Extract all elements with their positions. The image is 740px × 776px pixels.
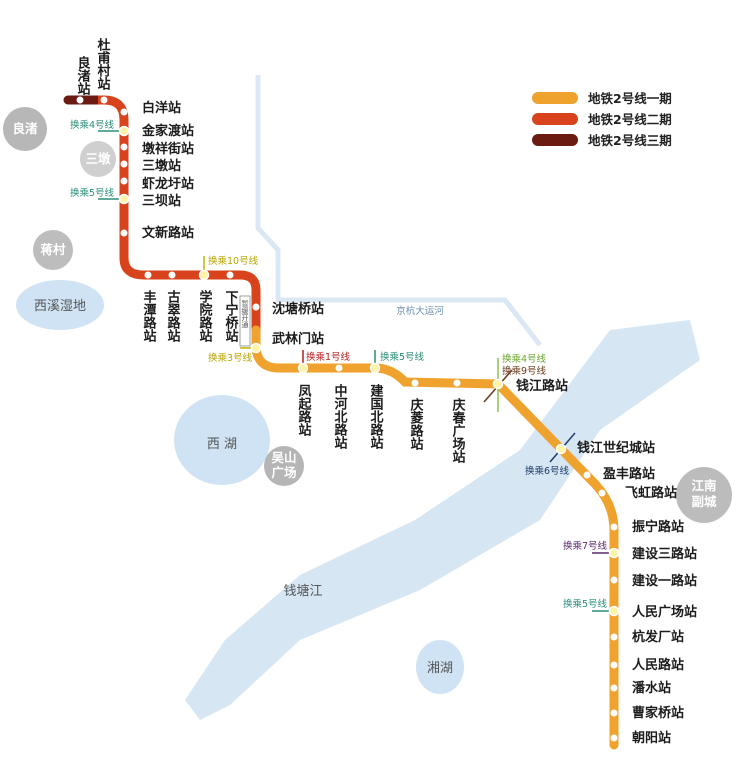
station-wenxinlu: 文新路站 [142, 225, 194, 241]
station-gucuilu: 古翠路站 [165, 289, 181, 343]
transfer-label-4-jinjiadu: 换乘4号线 [70, 119, 115, 131]
station-jiansheSan: 建设三路站 [632, 546, 697, 562]
station-renminlu: 人民路站 [632, 657, 684, 673]
area-wushan-1: 吴山 [271, 450, 296, 465]
legend-swatch-phase3 [532, 134, 578, 146]
station-xialongyu: 虾龙圩站 [142, 176, 194, 192]
west-lake [174, 395, 270, 485]
transfer-label-10: 换乘10号线 [208, 255, 259, 267]
station-fengtanlu: 丰潭路站 [141, 289, 157, 343]
station-renminguangchang: 人民广场站 [632, 604, 697, 620]
station-hangfachang: 杭发厂站 [632, 629, 684, 645]
station-liangzhu: 良渚站 [75, 55, 91, 96]
station-yingfenglu: 盈丰路站 [602, 466, 655, 482]
station-qianjianglu: 钱江路站 [516, 378, 568, 394]
station-feihonglu: 飞虹路站 [625, 485, 677, 501]
area-xianghu: 湘湖 [427, 661, 453, 676]
legend-label-phase1: 地铁2号线一期 [588, 91, 672, 106]
transfer-label-6: 换乘6号线 [525, 465, 570, 477]
station-fengqilu: 凤起路站 [296, 384, 313, 437]
qiantang-river [185, 320, 700, 720]
area-qiantang: 钱塘江 [283, 583, 322, 599]
station-panshui: 潘水站 [632, 680, 671, 696]
legend-swatch-phase2 [532, 113, 578, 125]
station-caojiaqiao: 曹家桥站 [632, 705, 684, 721]
jiangnan-area-circle [676, 467, 732, 523]
station-xianingqiao: 下宁桥站 [223, 290, 239, 343]
transfer-label-7: 换乘7号线 [563, 540, 608, 552]
station-xueyuanlu: 学院路站 [197, 289, 213, 343]
station-xianingqiao-note: 暂缓开通 [241, 299, 249, 329]
legend: 地铁2号线一期 地铁2号线二期 地铁2号线三期 [532, 91, 672, 148]
station-qinglingjie: 庆菱路站 [408, 397, 425, 451]
transfer-label-5-renmin: 换乘5号线 [563, 598, 608, 610]
station-chaoyang: 朝阳站 [632, 730, 671, 746]
jiangcun-area-circle [33, 230, 73, 270]
area-xihu: 西 湖 [207, 437, 237, 452]
line2-phase1 [251, 325, 619, 750]
station-sandun: 三墩站 [142, 158, 181, 174]
area-jiangcun: 蒋村 [40, 242, 66, 257]
transfer-label-3: 换乘3号线 [208, 352, 253, 364]
transfer-label-9-qianjiang: 换乘9号线 [502, 365, 547, 377]
station-zhenninglu: 振宁路站 [632, 519, 684, 535]
station-sanba: 三坝站 [142, 193, 181, 209]
station-wulinmen: 武林门站 [272, 331, 324, 347]
area-sandun: 三墩 [85, 151, 111, 166]
station-shentangqiao: 沈塘桥站 [272, 301, 324, 317]
line2-phase2 [98, 95, 261, 330]
area-canal: 京杭大运河 [396, 305, 444, 317]
wushan-area-circle [264, 446, 304, 486]
station-qingchunguangchang: 庆春广场站 [450, 397, 467, 464]
xixi-wetland [16, 280, 104, 330]
xiang-lake [416, 640, 464, 694]
station-baiyang: 白洋站 [142, 100, 181, 116]
station-zhonghebeilu: 中河北路站 [332, 383, 348, 450]
legend-label-phase2: 地铁2号线二期 [588, 112, 672, 127]
transfer-label-5-jianguo: 换乘5号线 [380, 351, 425, 363]
transfer-label-1: 换乘1号线 [306, 351, 351, 363]
transfer-station-dots [118, 125, 620, 617]
station-jianguobeilu: 建国北路站 [368, 383, 384, 450]
legend-swatch-phase1 [532, 92, 578, 104]
area-xixi: 西溪湿地 [34, 299, 86, 314]
grand-canal [255, 75, 542, 347]
area-wushan-2: 广场 [271, 465, 296, 480]
area-jiangnan-1: 江南 [691, 478, 717, 493]
station-dupu: 杜甫村站 [95, 37, 111, 91]
legend-label-phase3: 地铁2号线三期 [588, 133, 672, 148]
station-jiansheYi: 建设一路站 [632, 573, 697, 589]
area-liangzhu: 良渚 [12, 121, 38, 136]
station-qianjiangshiji: 钱江世纪城站 [577, 440, 655, 456]
xianingqiao-note-box [239, 295, 251, 347]
liangzhu-area-circle [3, 107, 47, 151]
station-dots [76, 96, 618, 742]
station-jinjiadu: 金家渡站 [141, 123, 194, 139]
sandun-area-circle [80, 141, 116, 177]
station-dunxiangjie: 墩祥街站 [142, 141, 194, 157]
transfer-label-5-sanba: 换乘5号线 [70, 187, 115, 199]
transfer-label-4-qianjiang: 换乘4号线 [502, 353, 547, 365]
area-jiangnan-2: 副城 [691, 494, 717, 509]
